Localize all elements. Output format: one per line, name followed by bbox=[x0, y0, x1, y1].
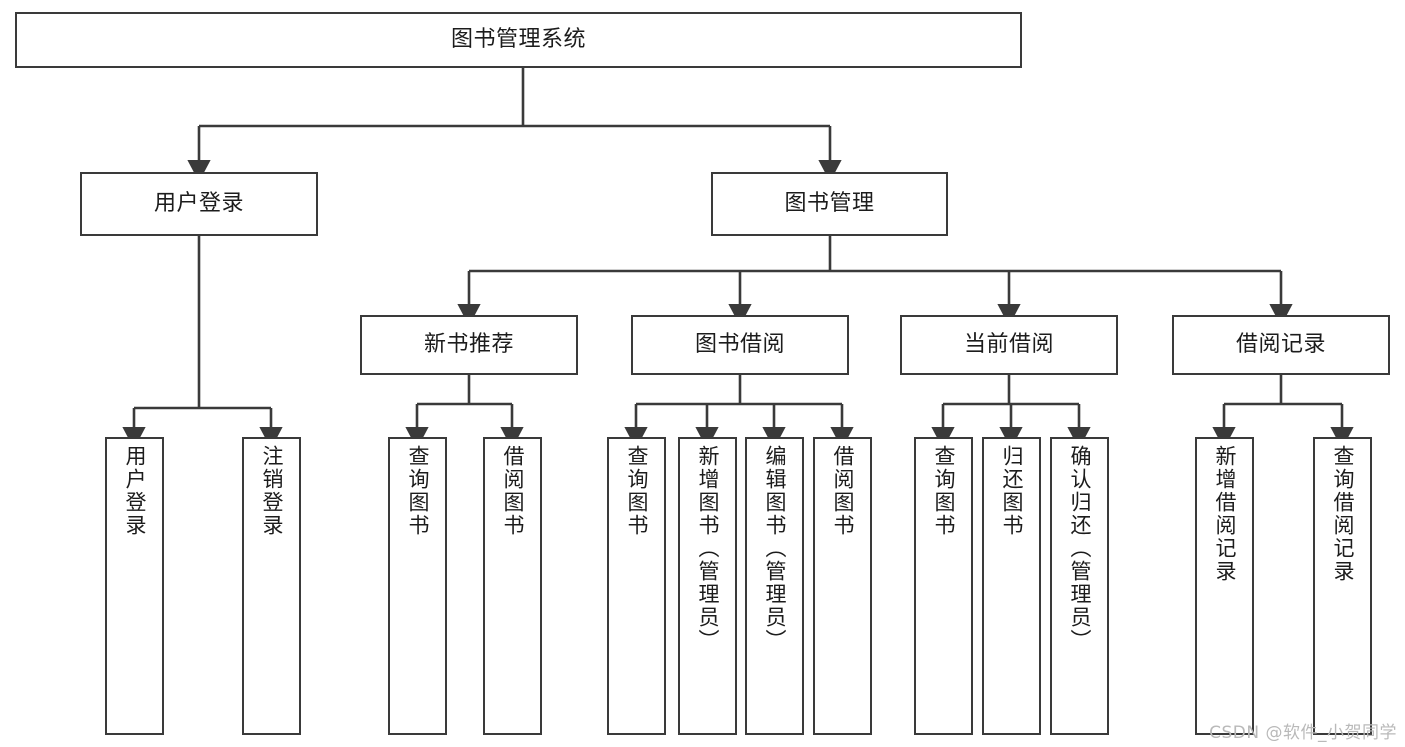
node-leaf-borrow-book[interactable]: 借阅图书 bbox=[813, 437, 872, 735]
node-book-borrow[interactable]: 图书借阅 bbox=[631, 315, 849, 375]
node-book-borrow-label: 图书借阅 bbox=[694, 332, 785, 358]
node-leaf-add-borrow-record[interactable]: 新增借阅记录 bbox=[1195, 437, 1254, 735]
node-leaf-user-login-label: 用户登录 bbox=[122, 445, 147, 537]
node-leaf-user-logout-label: 注销登录 bbox=[259, 445, 284, 537]
node-borrow-record-label: 借阅记录 bbox=[1235, 332, 1326, 358]
node-leaf-recommend-query-book[interactable]: 查询图书 bbox=[388, 437, 447, 735]
node-root-label: 图书管理系统 bbox=[450, 27, 586, 53]
node-leaf-recommend-borrow-book-label: 借阅图书 bbox=[500, 445, 525, 537]
node-leaf-borrow-book-label: 借阅图书 bbox=[830, 445, 855, 537]
node-leaf-query-borrow-record[interactable]: 查询借阅记录 bbox=[1313, 437, 1372, 735]
node-new-book-recommend[interactable]: 新书推荐 bbox=[360, 315, 578, 375]
node-leaf-edit-book-admin-label: 编辑图书（管理员） bbox=[762, 445, 787, 652]
node-leaf-return-book[interactable]: 归还图书 bbox=[982, 437, 1041, 735]
node-leaf-add-book-admin-label: 新增图书（管理员） bbox=[695, 445, 720, 652]
node-leaf-borrow-query-book-label: 查询图书 bbox=[624, 445, 649, 537]
node-leaf-recommend-borrow-book[interactable]: 借阅图书 bbox=[483, 437, 542, 735]
node-borrow-record[interactable]: 借阅记录 bbox=[1172, 315, 1390, 375]
node-leaf-confirm-return-admin-label: 确认归还（管理员） bbox=[1067, 445, 1092, 652]
node-leaf-add-borrow-record-label: 新增借阅记录 bbox=[1212, 445, 1237, 583]
node-leaf-borrow-query-book[interactable]: 查询图书 bbox=[607, 437, 666, 735]
node-book-management-label: 图书管理 bbox=[784, 191, 875, 217]
node-root-book-management-system[interactable]: 图书管理系统 bbox=[15, 12, 1022, 68]
node-leaf-confirm-return-admin[interactable]: 确认归还（管理员） bbox=[1050, 437, 1109, 735]
node-current-borrow[interactable]: 当前借阅 bbox=[900, 315, 1118, 375]
node-leaf-current-query-book[interactable]: 查询图书 bbox=[914, 437, 973, 735]
node-leaf-return-book-label: 归还图书 bbox=[999, 445, 1024, 537]
node-leaf-query-borrow-record-label: 查询借阅记录 bbox=[1330, 445, 1355, 583]
node-leaf-user-login[interactable]: 用户登录 bbox=[105, 437, 164, 735]
node-user-login[interactable]: 用户登录 bbox=[80, 172, 318, 236]
node-book-management[interactable]: 图书管理 bbox=[711, 172, 948, 236]
node-new-book-recommend-label: 新书推荐 bbox=[423, 332, 514, 358]
node-leaf-edit-book-admin[interactable]: 编辑图书（管理员） bbox=[745, 437, 804, 735]
node-leaf-current-query-book-label: 查询图书 bbox=[931, 445, 956, 537]
node-current-borrow-label: 当前借阅 bbox=[963, 332, 1054, 358]
node-leaf-user-logout[interactable]: 注销登录 bbox=[242, 437, 301, 735]
node-leaf-recommend-query-book-label: 查询图书 bbox=[405, 445, 430, 537]
csdn-watermark: CSDN @软件_小贺同学 bbox=[1209, 723, 1397, 743]
node-user-login-label: 用户登录 bbox=[153, 191, 244, 217]
node-leaf-add-book-admin[interactable]: 新增图书（管理员） bbox=[678, 437, 737, 735]
